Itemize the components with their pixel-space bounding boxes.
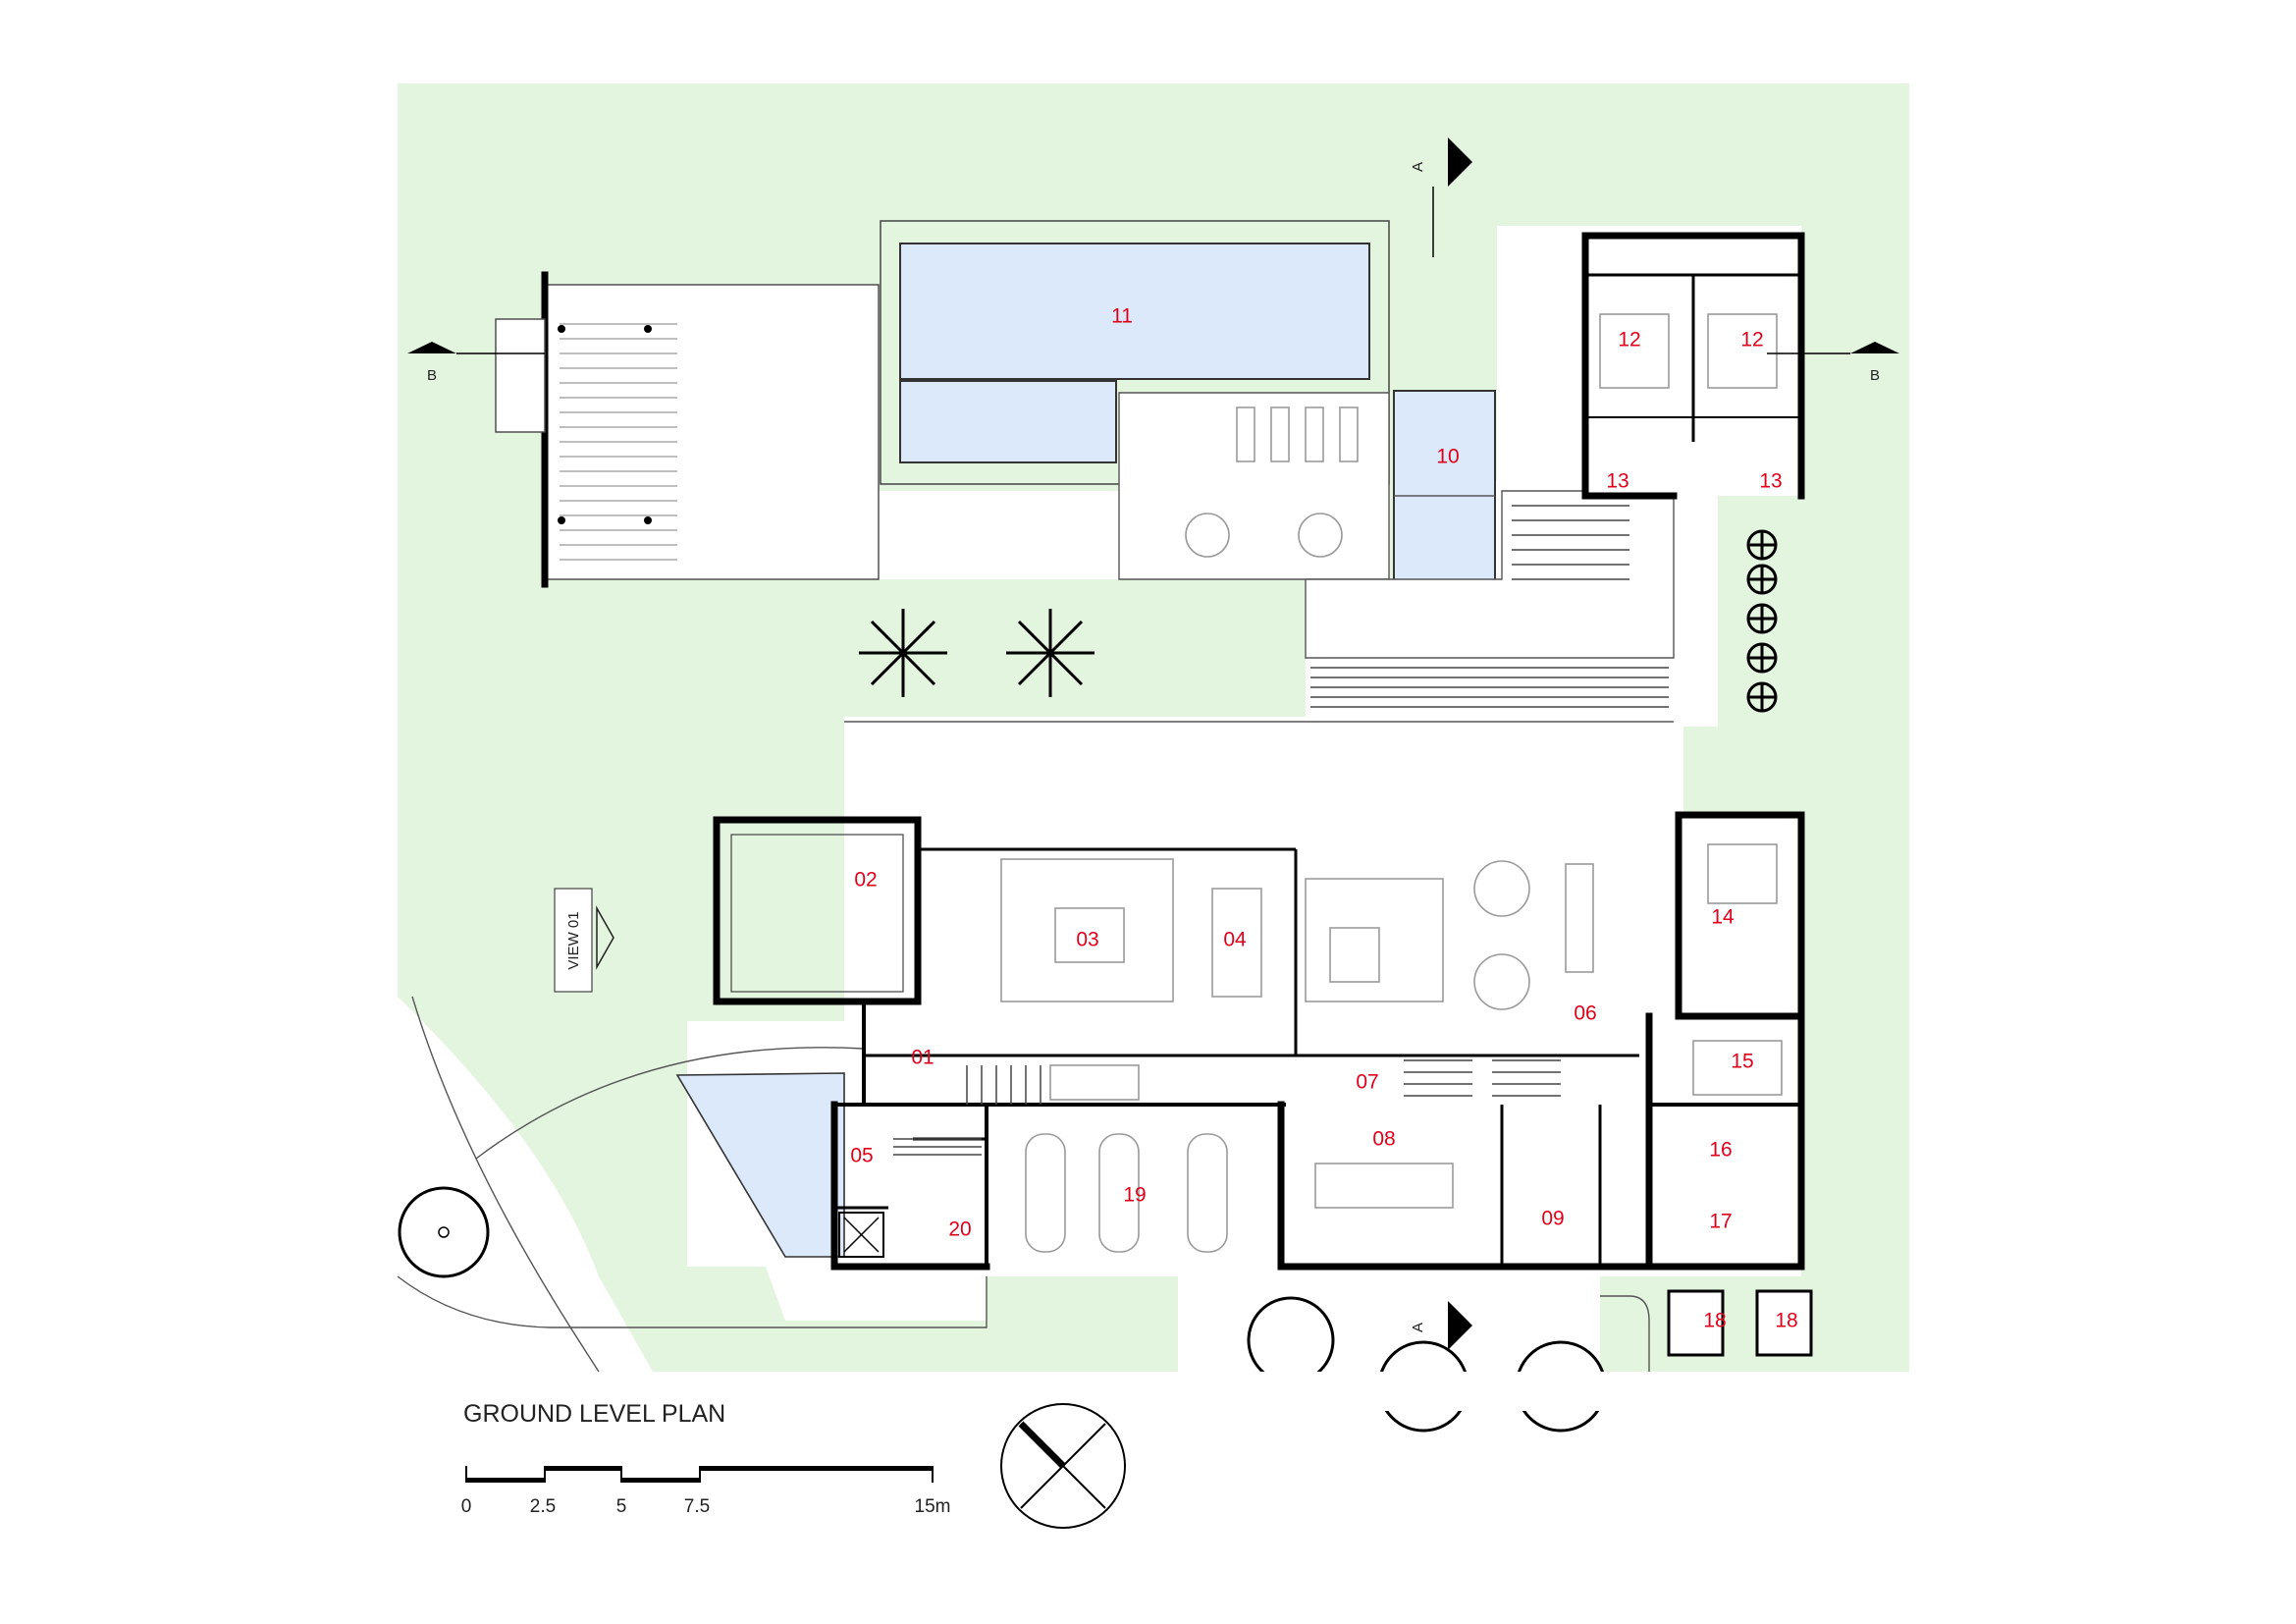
room-label-09: 09: [1541, 1208, 1564, 1230]
stairs: [893, 1059, 1561, 1156]
room-label-18a: 18: [1703, 1310, 1726, 1332]
section-markers: A A B B: [407, 137, 1899, 1350]
scale-label-5: 5: [616, 1496, 627, 1517]
section-a-bottom-label: A: [1410, 1323, 1426, 1332]
pergola: [495, 271, 880, 588]
room-label-14: 14: [1711, 906, 1735, 929]
room-label-07: 07: [1356, 1071, 1378, 1094]
round-trees: [398, 1186, 1924, 1433]
scale-label-15m: 15m: [915, 1496, 951, 1517]
room-label-08: 08: [1372, 1128, 1395, 1151]
room-label-01: 01: [911, 1047, 934, 1069]
room-label-05: 05: [850, 1145, 873, 1167]
section-b-right-label: B: [1870, 367, 1880, 384]
section-b-left-label: B: [427, 367, 437, 384]
room-label-03: 03: [1076, 929, 1098, 951]
room-label-16: 16: [1709, 1139, 1732, 1162]
room-label-10: 10: [1436, 446, 1459, 468]
room-labels: 01 02 03 04 05 06 07 08 09 10 11 12 12 1…: [850, 305, 1797, 1332]
storage-booths: [1667, 1289, 1813, 1357]
room-label-02: 02: [854, 869, 877, 892]
pool-deck: [844, 392, 1675, 723]
scale-label-2-5: 2.5: [530, 1496, 556, 1517]
guest-pavilion: [1581, 232, 1805, 500]
room-label-11: 11: [1111, 305, 1133, 328]
pool: [675, 220, 1496, 1258]
room-label-04: 04: [1223, 929, 1247, 951]
scale-bar: 0 2.5 5 7.5 15m: [461, 1466, 951, 1517]
room-label-12b: 12: [1740, 329, 1763, 352]
room-label-18b: 18: [1775, 1310, 1797, 1332]
room-label-17: 17: [1709, 1211, 1732, 1233]
room-label-12a: 12: [1618, 329, 1640, 352]
scale-label-7-5: 7.5: [684, 1496, 710, 1517]
room-label-19: 19: [1123, 1184, 1146, 1207]
view-marker-label: VIEW 01: [565, 911, 582, 969]
room-label-20: 20: [948, 1218, 971, 1241]
palm-trees: [859, 529, 1778, 713]
section-a-top-label: A: [1410, 162, 1426, 172]
room-label-06: 06: [1574, 1002, 1596, 1025]
interior-furniture: [1000, 843, 1783, 1253]
room-label-13b: 13: [1759, 470, 1782, 493]
scale-label-0: 0: [461, 1496, 472, 1517]
view-marker: VIEW 01: [554, 888, 614, 993]
room-label-13a: 13: [1606, 470, 1629, 493]
north-arrow-icon: [1000, 1403, 1126, 1529]
drawing-title: GROUND LEVEL PLAN: [463, 1400, 725, 1428]
room-label-15: 15: [1731, 1051, 1753, 1073]
